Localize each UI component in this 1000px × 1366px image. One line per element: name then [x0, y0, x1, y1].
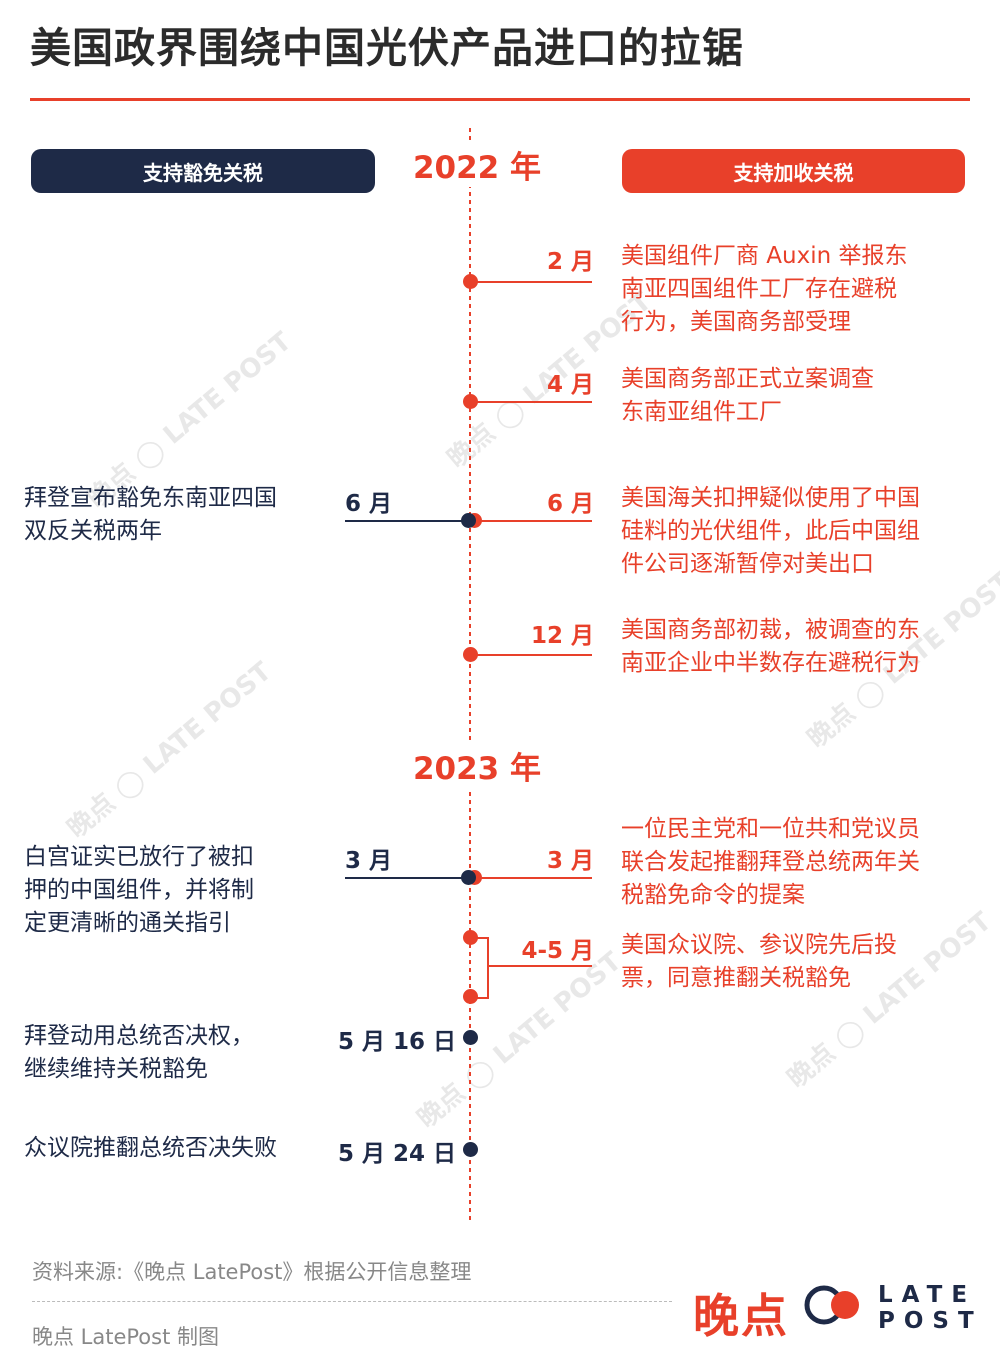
event-text: 美国海关扣押疑似使用了中国硅料的光伏组件，此后中国组件公司逐渐暂停对美出口	[621, 485, 920, 577]
connector-line	[487, 965, 592, 967]
connector-line	[470, 520, 592, 522]
timeline-dot	[463, 1030, 478, 1045]
source-note: 资料来源:《晚点 LatePost》根据公开信息整理	[32, 1260, 472, 1284]
event-text: 拜登宣布豁免东南亚四国双反关税两年	[24, 485, 277, 544]
year-label-2023: 2023 年	[377, 743, 577, 788]
connector-line	[345, 877, 470, 879]
header-support-exemption: 支持豁免关税	[31, 149, 375, 193]
watermark: 晚点 ◯ LATE POST	[61, 656, 278, 845]
event-month: 2 月	[546, 249, 594, 275]
event-text: 白宫证实已放行了被扣押的中国组件，并将制定更清晰的通关指引	[24, 844, 254, 936]
connector-line	[345, 520, 470, 522]
timeline-dot	[463, 274, 478, 289]
timeline-dot	[463, 930, 478, 945]
event-month: 3 月	[345, 848, 393, 874]
timeline-dot	[461, 870, 476, 885]
connector-line	[470, 877, 592, 879]
year-label-2022: 2022 年	[377, 142, 577, 187]
timeline-axis	[469, 128, 471, 1223]
event-month: 4-5 月	[521, 938, 594, 964]
event-text: 美国商务部正式立案调查东南亚组件工厂	[621, 366, 874, 425]
timeline-dot	[463, 394, 478, 409]
header-support-tariff: 支持加收关税	[622, 149, 965, 193]
timeline-dot	[463, 1142, 478, 1157]
event-month: 4 月	[546, 372, 594, 398]
event-text: 美国组件厂商 Auxin 举报东南亚四国组件工厂存在避税行为，美国商务部受理	[621, 243, 908, 335]
timeline-dot	[461, 513, 476, 528]
brand-logo-text: 晚点	[693, 1289, 789, 1343]
page-title: 美国政界围绕中国光伏产品进口的拉锯	[30, 24, 744, 72]
event-month: 6 月	[345, 491, 393, 517]
timeline-dot	[463, 647, 478, 662]
event-text: 众议院推翻总统否决失败	[24, 1135, 277, 1161]
timeline-dot	[463, 989, 478, 1004]
event-month: 3 月	[546, 848, 594, 874]
event-text: 美国商务部初裁，被调查的东南亚企业中半数存在避税行为	[621, 617, 920, 676]
event-month: 12 月	[530, 623, 594, 649]
event-month: 6 月	[546, 491, 594, 517]
event-month: 5 月 24 日	[338, 1141, 457, 1167]
event-text: 美国众议院、参议院先后投票，同意推翻关税豁免	[621, 932, 897, 991]
credit-note: 晚点 LatePost 制图	[32, 1325, 220, 1349]
event-text: 拜登动用总统否决权，继续维持关税豁免	[24, 1023, 254, 1082]
connector-line	[470, 401, 592, 403]
date-range-bracket	[470, 937, 489, 999]
brand-logo-icon	[804, 1285, 859, 1325]
connector-line	[470, 281, 592, 283]
connector-line	[470, 654, 592, 656]
title-divider	[30, 98, 970, 101]
event-text: 一位民主党和一位共和党议员联合发起推翻拜登总统两年关税豁免命令的提案	[621, 816, 920, 908]
event-month: 5 月 16 日	[338, 1029, 457, 1055]
footer-divider	[32, 1301, 672, 1302]
